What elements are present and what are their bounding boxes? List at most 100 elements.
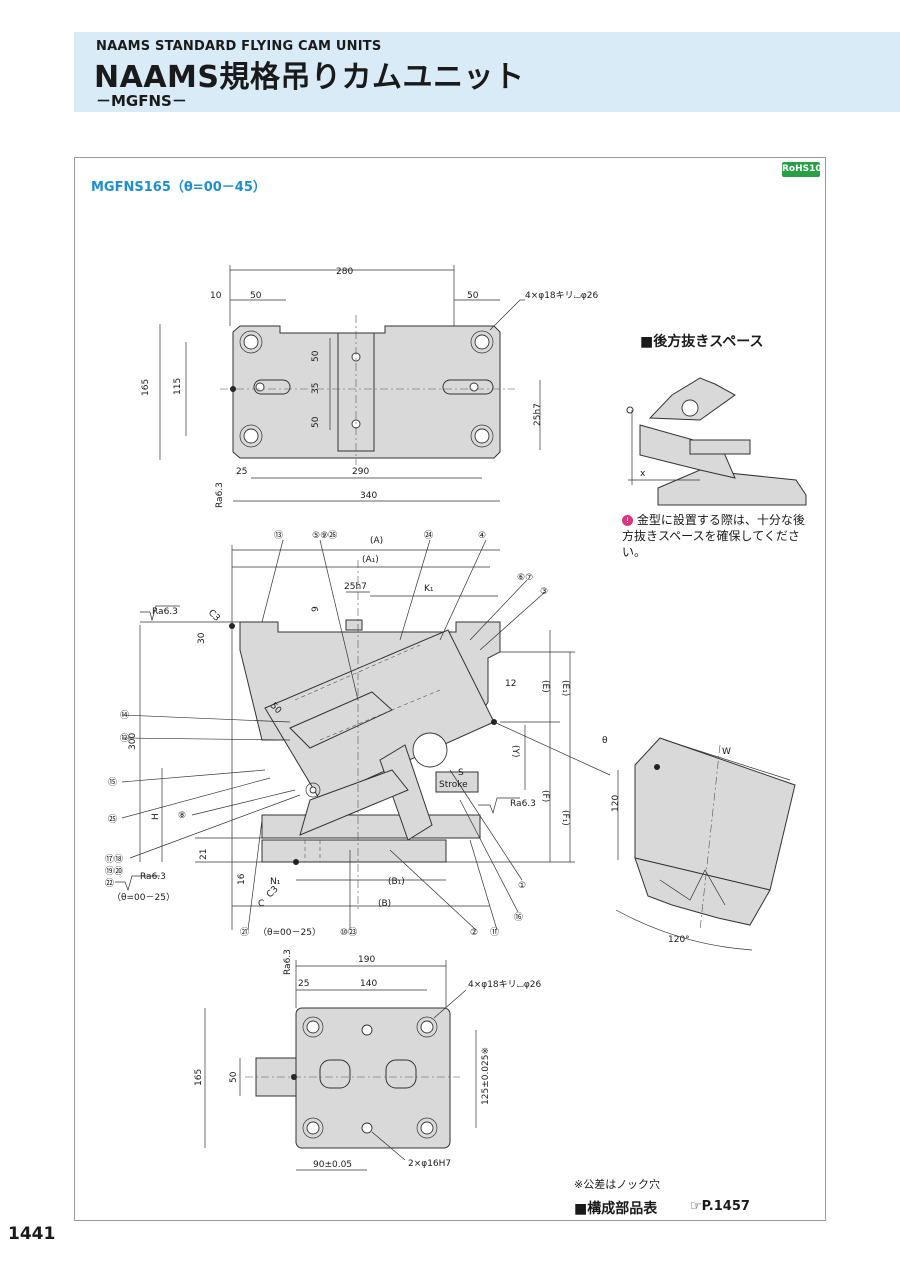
rear-space-note: ! 金型に設置する際は、十分な後方抜きスペースを確保してください。	[622, 512, 812, 560]
callout-16: ⑯	[514, 912, 523, 923]
top-view-slot-left	[253, 379, 291, 395]
dim-165b: 165	[194, 1069, 204, 1086]
callout-10-23: ⑩㉓	[340, 927, 357, 938]
dim-10: 10	[210, 291, 222, 301]
dim-290: 290	[352, 467, 369, 477]
callout-24: ㉔	[424, 530, 433, 541]
dim-16: 16	[237, 873, 247, 885]
dim-E1: (E₁)	[560, 680, 570, 696]
rear-space-title: ■後方抜きスペース	[640, 334, 764, 350]
dim-H: H	[151, 813, 161, 820]
callout-17-18: ⑰⑱	[105, 854, 123, 865]
side-view-bore	[412, 732, 448, 768]
ra-mid: Ra6.3	[510, 799, 536, 809]
rotated-block	[634, 737, 796, 891]
dim-50b: 50	[229, 1071, 239, 1083]
dim-B1: (B₁)	[388, 877, 405, 887]
callout-8: ⑧	[178, 811, 186, 821]
callout-1: ①	[518, 881, 526, 891]
tolerance-note: ※公差はノック穴	[574, 1178, 660, 1191]
series-subtitle: －MGFNS－	[96, 92, 187, 110]
callout-5-9-26: ⑤⑨㉖	[312, 530, 337, 541]
model-label: MGFNS165（θ=00－45）	[91, 180, 266, 195]
dim-21: 21	[199, 849, 209, 860]
dim-C: C	[258, 899, 264, 909]
callout-12: ⑫	[120, 733, 129, 744]
mount-hole	[243, 334, 259, 350]
dim-A1: (A₁)	[362, 555, 379, 565]
dim-ra: Ra6.3	[215, 482, 225, 508]
callout-19-20: ⑲⑳	[105, 866, 123, 877]
bottom-view: Ra6.3 190 25 140 4×φ18キリ⌴φ26 165 50 125±…	[194, 949, 542, 1171]
dim-300: 300	[128, 733, 138, 750]
dim-50a: 50	[250, 291, 262, 301]
japanese-title: NAAMS規格吊りカムユニット	[94, 60, 525, 95]
dim-340: 340	[360, 491, 377, 501]
theta-range-a: （θ=00－25）	[112, 892, 175, 903]
callout-21: ㉑	[240, 927, 249, 938]
callout-11: ⑪	[490, 927, 499, 938]
top-view: 280 10 50 50 4×φ18キリ⌴φ26 165 115 50 35 5…	[141, 265, 599, 508]
callout-15: ⑮	[108, 777, 117, 788]
dim-35: 35	[311, 383, 321, 394]
dim-9: 9	[311, 606, 321, 612]
rotated-theta: θ	[602, 736, 608, 746]
dim-30: 30	[197, 632, 207, 644]
dim-165: 165	[141, 379, 151, 396]
rotated-120deg: 120°	[668, 935, 690, 945]
callout-6-7: ⑥⑦	[517, 573, 533, 583]
page-number: 1441	[8, 1224, 56, 1244]
dim-190: 190	[358, 955, 375, 965]
dim-K1: K₁	[424, 584, 434, 594]
callout-25: ㉕	[108, 814, 117, 825]
dim-E: (E)	[540, 680, 550, 693]
bottom-ra: Ra6.3	[283, 949, 293, 975]
callout-2: ②	[470, 928, 478, 938]
dim-50b: 50	[467, 291, 479, 301]
drawing-frame	[74, 157, 826, 1221]
dim-25b: 25	[298, 979, 309, 989]
rotated-W: W	[722, 747, 731, 757]
dim-Y: (Y)	[510, 745, 520, 758]
dim-25: 25	[236, 467, 247, 477]
dim-F1: (F₁)	[560, 810, 570, 826]
page-reference-link[interactable]: ☞P.1457	[690, 1199, 750, 1214]
theta-range-b: （θ=00－25）	[258, 927, 321, 938]
dim-25h7: 25h7	[344, 582, 367, 592]
side-view: (A) (A₁) K₁ 25h7 9 30 C3 50 300 H 21 16 …	[105, 530, 611, 938]
callout-13: ⑬	[274, 530, 283, 541]
rear-space-note-text: 金型に設置する際は、十分な後方抜きスペースを確保してください。	[622, 513, 805, 559]
dim-125: 125±0.025※	[481, 1047, 491, 1105]
dim-50c: 50	[311, 350, 321, 362]
dim-A: (A)	[370, 536, 383, 546]
dim-holes: 4×φ18キリ⌴φ26	[525, 291, 599, 301]
english-title: NAAMS STANDARD FLYING CAM UNITS	[96, 39, 382, 54]
dim-25h7: 25h7	[533, 403, 543, 426]
dim-280: 280	[336, 267, 353, 277]
callout-14: ⑭	[120, 710, 129, 721]
dim-12: 12	[505, 679, 516, 689]
dim-B: (B)	[378, 899, 391, 909]
callout-4: ④	[478, 531, 486, 541]
dim-C3a: C3	[206, 608, 222, 624]
dim-50d: 50	[311, 416, 321, 428]
side-view-lower-body	[261, 814, 481, 839]
dim-140: 140	[360, 979, 377, 989]
parts-table-label: ■構成部品表	[574, 1201, 658, 1217]
mount-hole	[474, 428, 490, 444]
bottom-holes: 4×φ18キリ⌴φ26	[468, 980, 542, 990]
ra-left: Ra6.3	[152, 607, 178, 617]
stroke-box	[435, 771, 479, 793]
top-view-slot-right	[442, 379, 494, 395]
rotated-view: θ W 120 120°	[602, 736, 796, 951]
dim-90: 90±0.05	[313, 1160, 352, 1170]
title-banner: NAAMS STANDARD FLYING CAM UNITS NAAMS規格吊…	[74, 32, 900, 112]
mount-hole	[243, 428, 259, 444]
callout-22: ㉒	[105, 878, 114, 889]
rear-space-view: x	[626, 377, 807, 506]
dim-F: (F)	[540, 790, 550, 802]
rotated-120: 120	[611, 795, 621, 812]
caution-icon: !	[622, 515, 633, 526]
ra-bottom: Ra6.3	[140, 872, 166, 882]
